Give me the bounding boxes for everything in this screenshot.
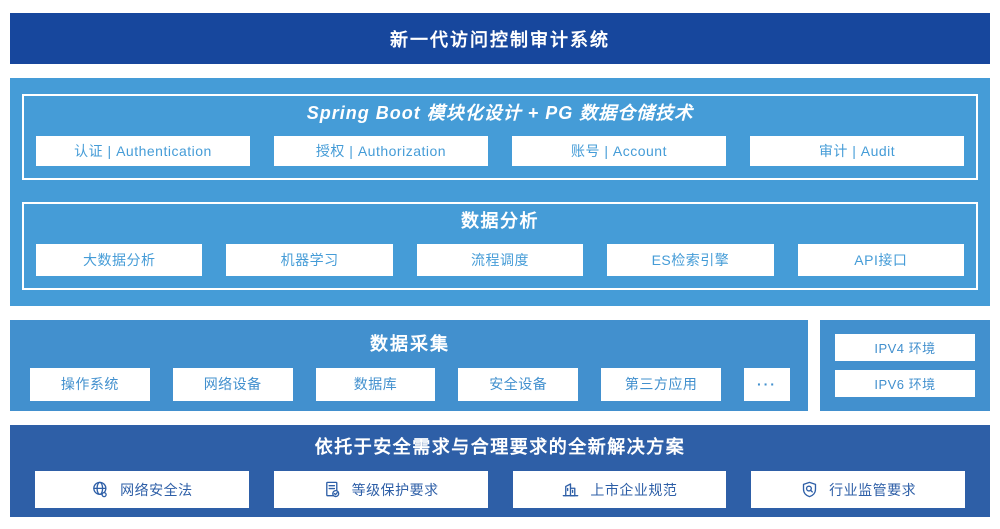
footer-box-listed-company: 上市企业规范 <box>512 471 727 508</box>
analysis-box-workflow: 流程调度 <box>416 244 584 276</box>
collection-box-network: 网络设备 <box>172 367 293 401</box>
footer-title: 依托于安全需求与合理要求的全新解决方案 <box>314 437 686 457</box>
analysis-panel: 数据分析 大数据分析 机器学习 流程调度 ES检索引擎 API接口 <box>22 202 978 290</box>
environment-section: IPV4 环境 IPV6 环境 <box>820 320 990 411</box>
footer-box-label: 上市企业规范 <box>590 481 678 498</box>
analysis-panel-title: 数据分析 <box>461 211 539 231</box>
collection-box-os: 操作系统 <box>30 367 150 401</box>
footer-box-label: 行业监管要求 <box>829 481 917 498</box>
collection-title: 数据采集 <box>370 333 450 354</box>
middle-row: 数据采集 操作系统 网络设备 数据库 安全设备 第三方应用 ··· IPV4 环… <box>10 320 990 411</box>
modules-row: 认证 | Authentication 授权 | Authorization 账… <box>36 136 964 166</box>
analysis-box-es: ES检索引擎 <box>607 244 774 276</box>
module-box-account: 账号 | Account <box>512 136 726 166</box>
analysis-row: 大数据分析 机器学习 流程调度 ES检索引擎 API接口 <box>36 244 965 276</box>
analysis-box-ml: 机器学习 <box>226 244 393 276</box>
collection-row: 操作系统 网络设备 数据库 安全设备 第三方应用 ··· <box>30 367 790 401</box>
module-box-audit: 审计 | Audit <box>750 136 964 166</box>
globe-icon <box>91 480 110 499</box>
footer-row: 网络安全法 等级保护要求 <box>35 471 965 508</box>
shield-search-icon <box>800 480 819 499</box>
footer-box-industry-regulation: 行业监管要求 <box>751 471 965 508</box>
env-box-ipv6: IPV6 环境 <box>835 370 975 397</box>
platform-section: Spring Boot 模块化设计 + PG 数据仓储技术 认证 | Authe… <box>10 78 990 306</box>
module-box-authentication: 认证 | Authentication <box>36 136 250 166</box>
module-box-authorization: 授权 | Authorization <box>274 136 488 166</box>
footer-section: 依托于安全需求与合理要求的全新解决方案 网络安全法 <box>10 425 990 517</box>
modules-panel: Spring Boot 模块化设计 + PG 数据仓储技术 认证 | Authe… <box>22 94 978 180</box>
page-title: 新一代访问控制审计系统 <box>10 13 990 64</box>
footer-box-label: 等级保护要求 <box>351 481 439 498</box>
building-icon <box>561 480 580 499</box>
analysis-box-api: API接口 <box>797 244 965 276</box>
collection-section: 数据采集 操作系统 网络设备 数据库 安全设备 第三方应用 ··· <box>10 320 808 411</box>
document-check-icon <box>323 480 342 499</box>
collection-box-thirdparty: 第三方应用 <box>601 367 721 401</box>
footer-box-label: 网络安全法 <box>120 481 193 498</box>
env-box-ipv4: IPV4 环境 <box>835 334 975 361</box>
collection-box-more: ··· <box>743 367 790 401</box>
collection-box-security: 安全设备 <box>458 367 579 401</box>
modules-panel-title: Spring Boot 模块化设计 + PG 数据仓储技术 <box>306 103 694 123</box>
footer-box-cybersecurity-law: 网络安全法 <box>35 471 249 508</box>
analysis-box-bigdata: 大数据分析 <box>36 244 203 276</box>
footer-box-classified-protection: 等级保护要求 <box>273 471 488 508</box>
collection-box-database: 数据库 <box>315 367 436 401</box>
